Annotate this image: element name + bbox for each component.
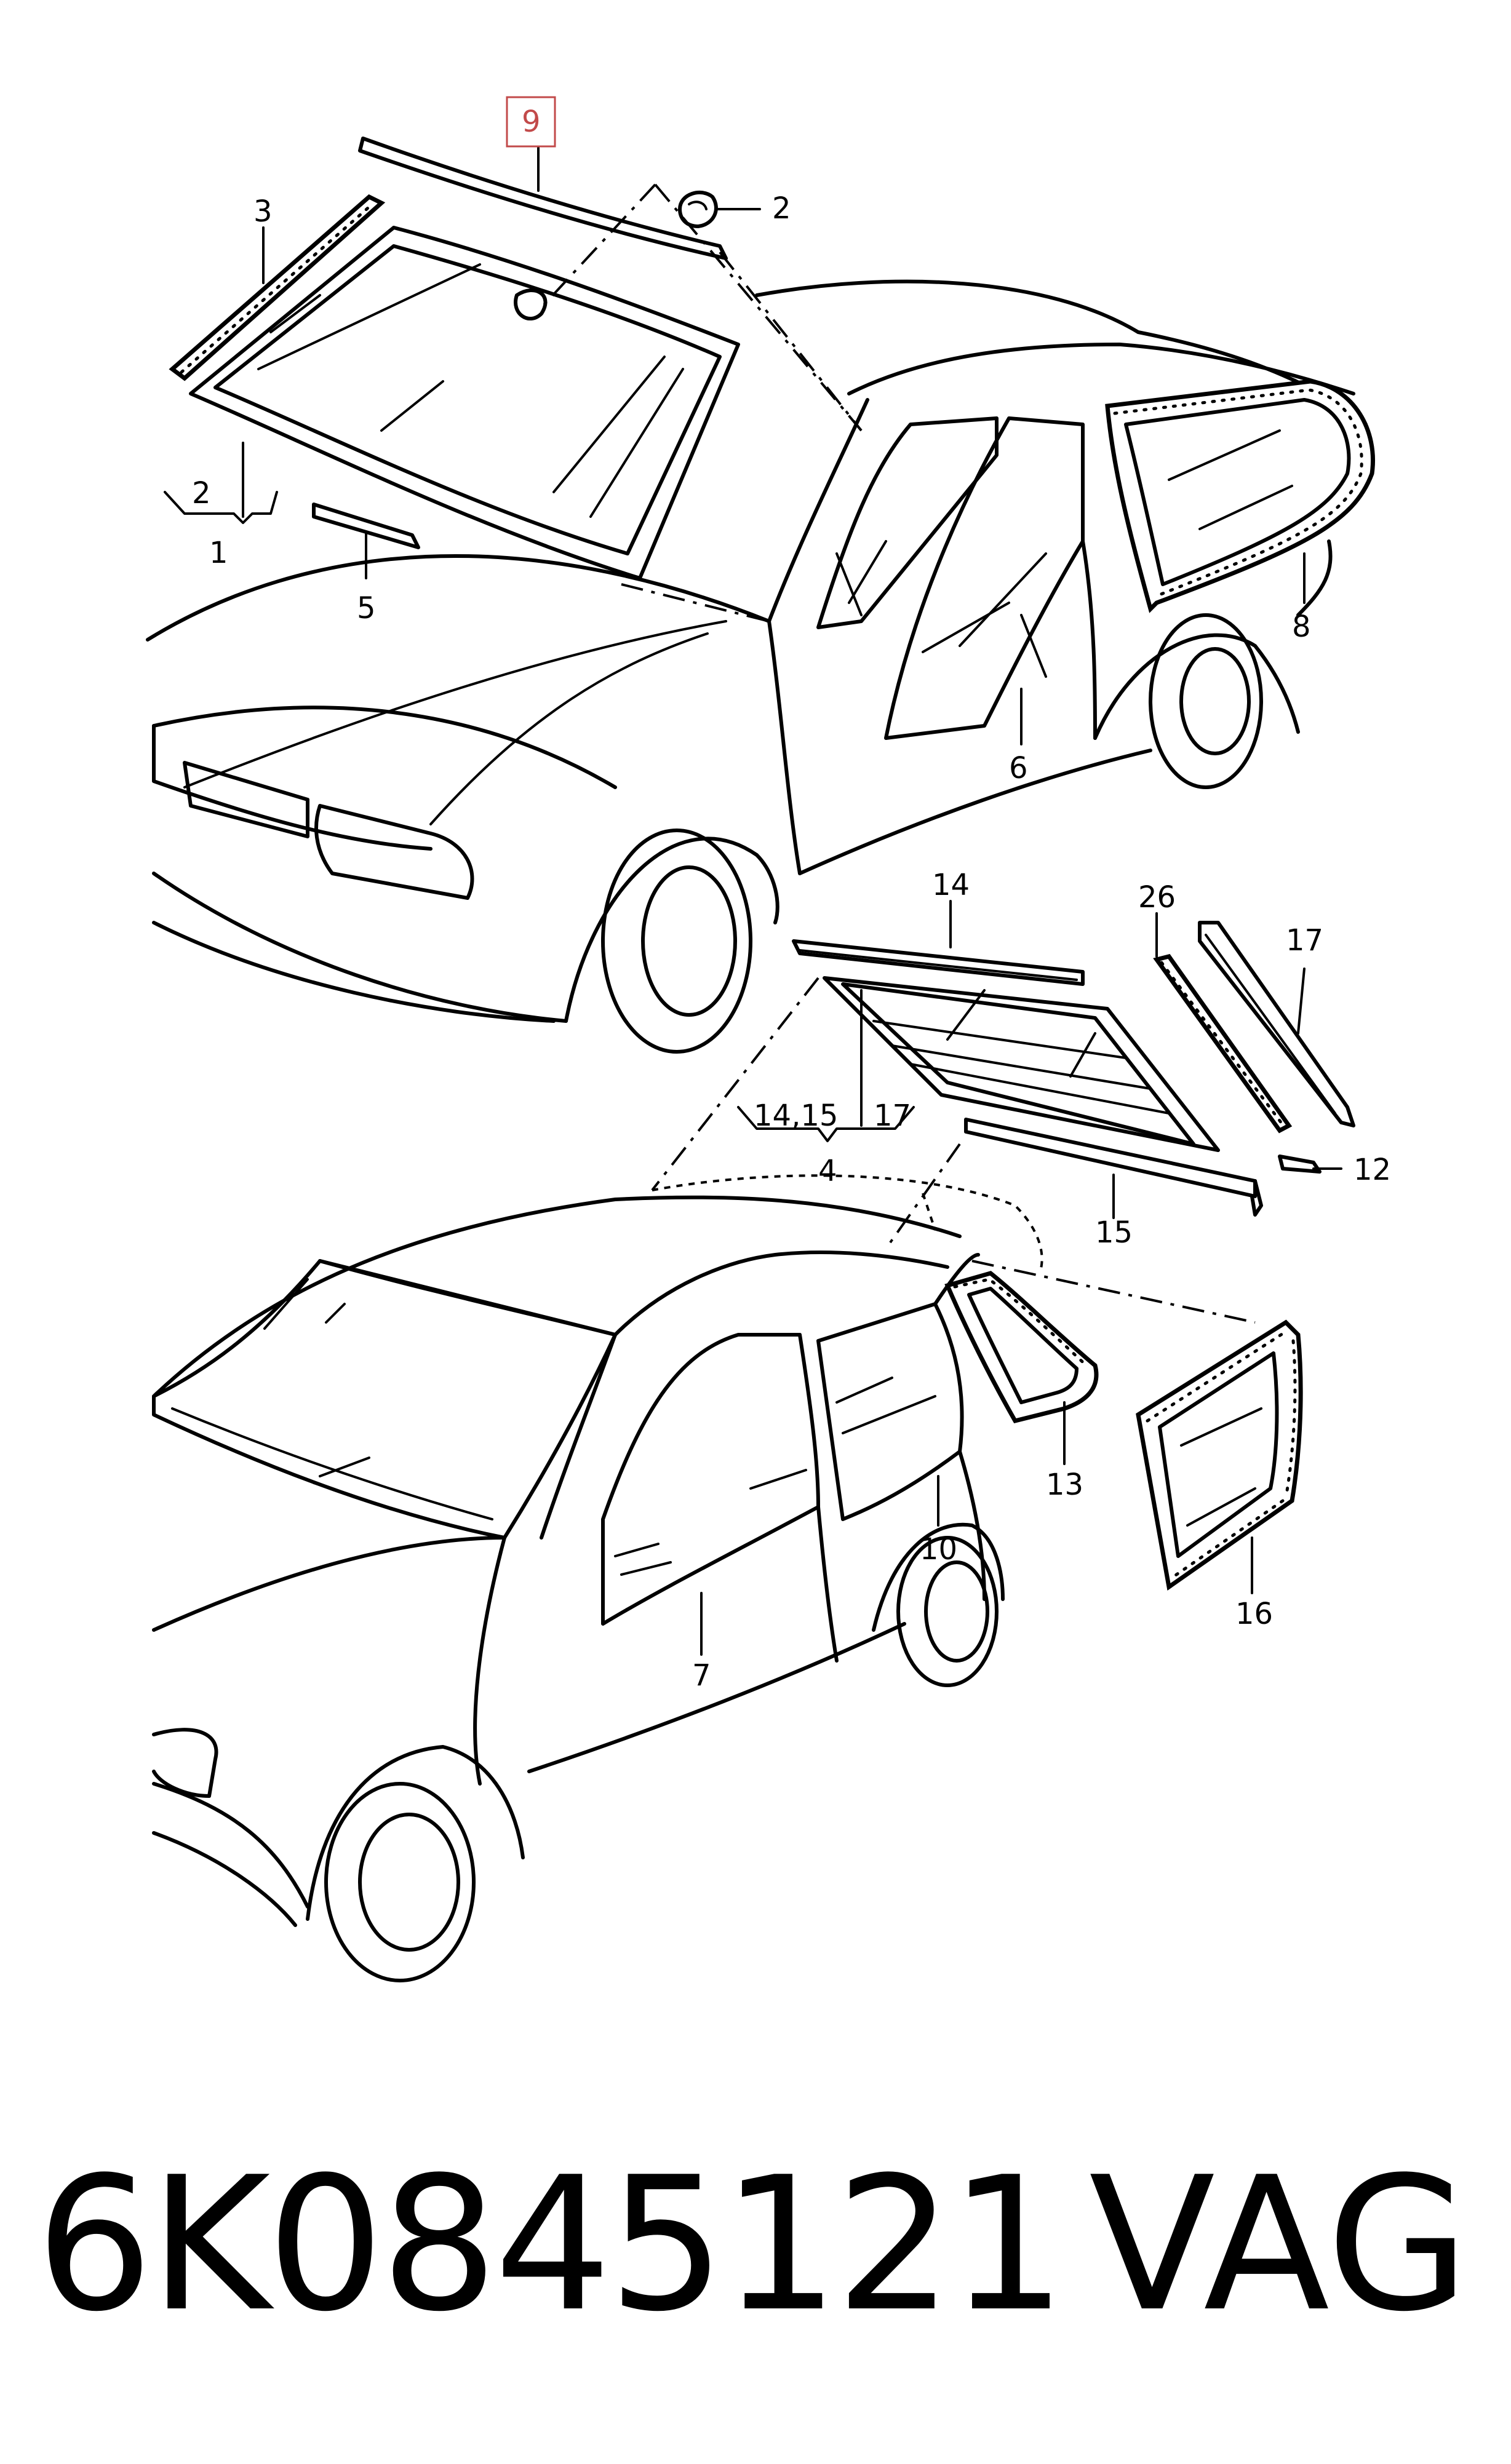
rear-side-window-seal	[1136, 1319, 1303, 1591]
leader-lines	[164, 146, 1342, 1656]
callout-9: 9	[522, 105, 541, 139]
quarter-window-seal	[944, 1271, 1099, 1424]
callout-14-15: 14,15	[754, 1099, 838, 1133]
callout-10: 10	[920, 1532, 957, 1567]
callout-17-group: 17	[874, 1099, 911, 1133]
callout-13: 13	[1046, 1468, 1083, 1502]
upper-car-body	[146, 279, 1375, 1054]
rear-quarter-window-seal	[1105, 379, 1375, 613]
a-pillar-trim	[169, 194, 386, 381]
callout-16: 16	[1235, 1597, 1273, 1631]
callout-7: 7	[692, 1658, 711, 1693]
callout-14: 14	[932, 868, 970, 902]
callout-2-glass: 2	[192, 476, 211, 511]
callout-9-highlight-box	[506, 96, 556, 148]
part-number: 6K0845121	[36, 2137, 1067, 2352]
callout-8: 8	[1292, 610, 1311, 644]
callout-17-side: 17	[1286, 923, 1323, 958]
callout-15: 15	[1095, 1215, 1133, 1250]
cowl-strip	[312, 503, 420, 549]
callout-labels: 9 2 3 2 1 5 8 6 14 26 17 14,15 17 4 12 1…	[192, 105, 1391, 1693]
lower-car-body	[152, 1195, 1303, 1982]
callout-5: 5	[357, 591, 376, 626]
callout-4: 4	[818, 1154, 837, 1188]
rear-window-group	[792, 921, 1355, 1217]
callout-3: 3	[253, 194, 273, 229]
windscreen-assembly	[189, 226, 740, 580]
callout-2-clip: 2	[772, 191, 791, 226]
brand-label: VAG	[1089, 2137, 1470, 2352]
callout-26: 26	[1138, 880, 1176, 915]
callout-12: 12	[1354, 1153, 1391, 1187]
callout-6: 6	[1009, 751, 1028, 785]
roof-moulding	[358, 137, 728, 260]
callout-1: 1	[209, 536, 228, 570]
